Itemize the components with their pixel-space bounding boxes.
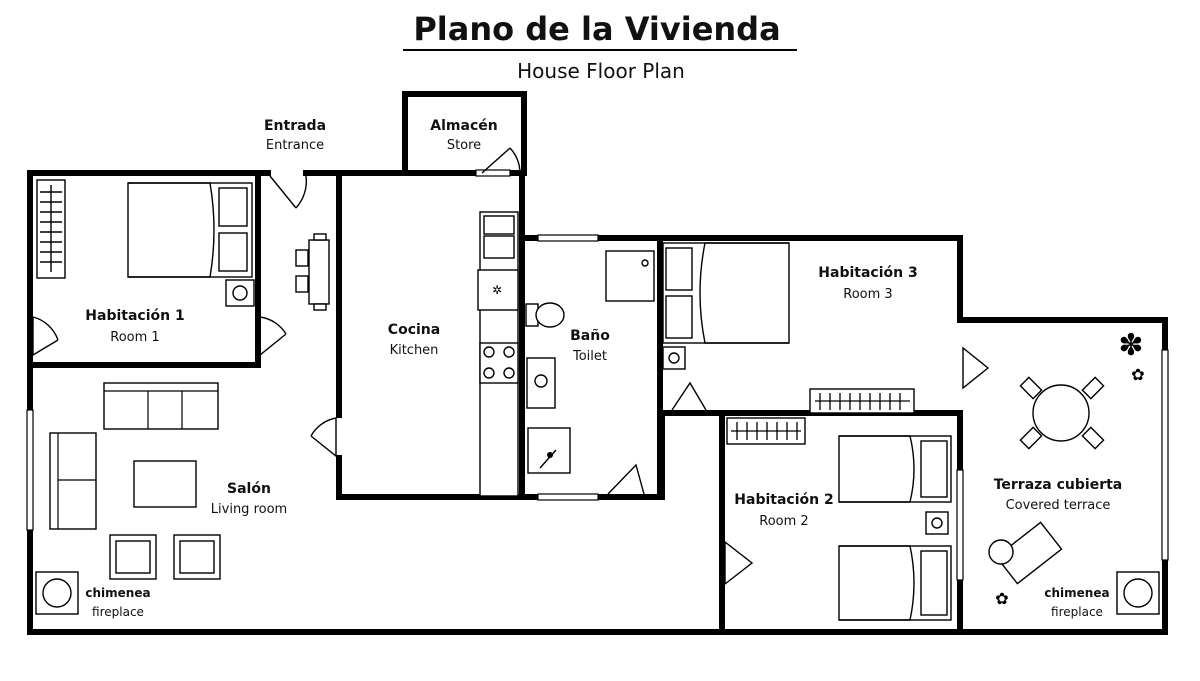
room1-furniture	[36, 179, 255, 307]
entrance-label-es: Entrada	[264, 118, 326, 134]
store-label-en: Store	[447, 138, 481, 153]
toilet-label-en: Toilet	[572, 349, 607, 364]
room1-label-en: Room 1	[110, 330, 159, 345]
plan-title: Plano de la Vivienda	[413, 10, 780, 48]
fireplace-right-label-en: fireplace	[1051, 605, 1103, 619]
svg-text:✿: ✿	[995, 589, 1008, 608]
toilet-fixtures	[525, 250, 655, 474]
entrance-table	[295, 233, 330, 311]
toilet-label-es: Baño	[570, 328, 610, 344]
fireplace-left-label-en: fireplace	[92, 605, 144, 619]
room3-label-es: Habitación 3	[818, 265, 917, 281]
kitchen-label-en: Kitchen	[390, 343, 439, 358]
windows	[26, 169, 1169, 581]
living-label-en: Living room	[211, 502, 287, 517]
entrance-label-en: Entrance	[266, 138, 324, 153]
doors	[32, 147, 990, 586]
terrace-label-es: Terraza cubierta	[994, 477, 1123, 493]
room-labels: Entrada Entrance Almacén Store Habitació…	[85, 118, 1122, 619]
svg-text:✲: ✲	[492, 283, 502, 297]
room2-label-es: Habitación 2	[734, 492, 833, 508]
fireplace-right-label-es: chimenea	[1044, 586, 1109, 600]
terrace-label-en: Covered terrace	[1006, 498, 1111, 513]
room2-furniture	[726, 417, 952, 621]
kitchen-label-es: Cocina	[388, 322, 440, 338]
svg-text:✿: ✿	[1131, 365, 1144, 384]
room3-label-en: Room 3	[843, 287, 892, 302]
room3-furniture	[662, 242, 915, 414]
room2-label-en: Room 2	[759, 514, 808, 529]
kitchen-counter: ✲	[477, 211, 519, 497]
fireplace-left-label-es: chimenea	[85, 586, 150, 600]
room1-label-es: Habitación 1	[85, 308, 184, 324]
plan-subtitle: House Floor Plan	[517, 59, 685, 83]
store-label-es: Almacén	[430, 118, 497, 134]
terrace-furniture: ✽ ✿ ✿	[988, 328, 1160, 615]
svg-text:✽: ✽	[1118, 328, 1143, 363]
living-furniture	[35, 382, 221, 615]
living-label-es: Salón	[227, 481, 271, 497]
